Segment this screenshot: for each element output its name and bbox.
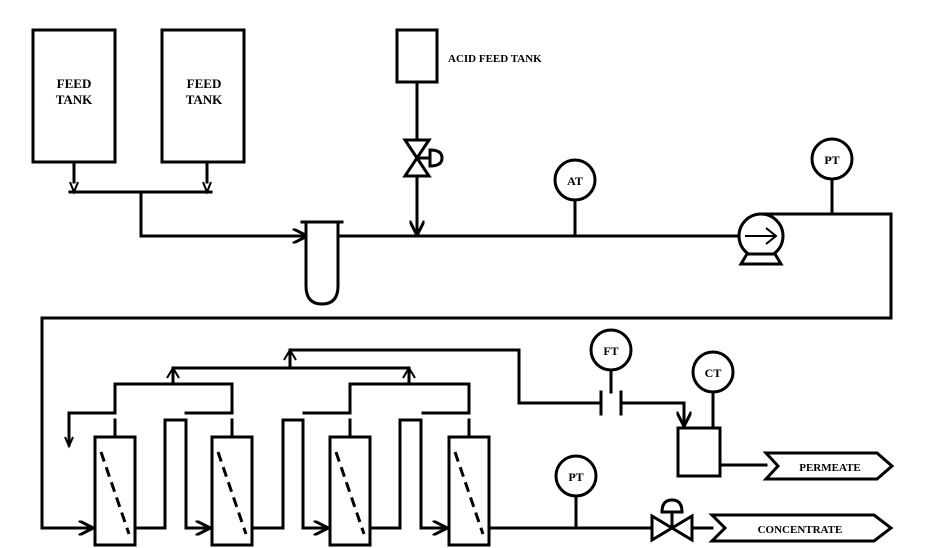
- cartridge-filter: [300, 220, 344, 306]
- pressure-transmitter-upstream: PT: [810, 137, 854, 216]
- acid-dosing-valve-icon: [402, 138, 444, 236]
- pressure-concentrate-label: PT: [568, 470, 583, 484]
- permeate-label: PERMEATE: [799, 462, 861, 474]
- permeate-line: [517, 390, 684, 427]
- permeate-outlet: PERMEATE: [762, 451, 895, 481]
- acid-feed-tank-label: ACID FEED TANK: [448, 53, 542, 65]
- membrane-vessel-4: [447, 418, 491, 547]
- feed-tank-1-label-line2: TANK: [56, 92, 93, 107]
- membrane-vessel-1: [93, 418, 137, 547]
- membrane-vessel-3: [328, 418, 372, 547]
- concentrate-outlet: CONCENTRATE: [708, 513, 894, 543]
- feed-tank-2: FEED TANK: [160, 28, 246, 164]
- conductivity-label: CT: [705, 366, 722, 380]
- acid-feed-tank: ACID FEED TANK: [395, 28, 542, 142]
- flow-transmitter: FT: [589, 328, 633, 394]
- pressure-transmitter-concentrate: PT: [554, 454, 598, 530]
- vessel-inlet-hooks: [64, 411, 471, 449]
- feed-tank-outlet-pipe: [68, 160, 213, 238]
- feed-loop-to-membranes: [40, 212, 893, 528]
- flow-label: FT: [603, 344, 618, 358]
- concentrate-series-piping: [133, 418, 448, 528]
- concentrate-control-valve-icon: [650, 498, 694, 543]
- feed-tank-1-label-line1: FEED: [57, 76, 92, 91]
- conductivity-transmitter: CT: [691, 350, 735, 394]
- feed-tank-2-label-line2: TANK: [186, 92, 223, 107]
- high-pressure-pump-icon: [737, 212, 893, 266]
- feed-tank-1: FEED TANK: [31, 28, 117, 164]
- permeate-collection-header: [113, 348, 521, 415]
- pressure-upstream-label: PT: [824, 153, 839, 167]
- analyzer-label: AT: [567, 174, 583, 188]
- conductivity-cell: [676, 388, 768, 478]
- membrane-vessel-2: [210, 418, 254, 547]
- concentrate-label: CONCENTRATE: [758, 524, 843, 536]
- analyzer-transmitter: AT: [553, 158, 597, 238]
- feed-tank-2-label-line1: FEED: [187, 76, 222, 91]
